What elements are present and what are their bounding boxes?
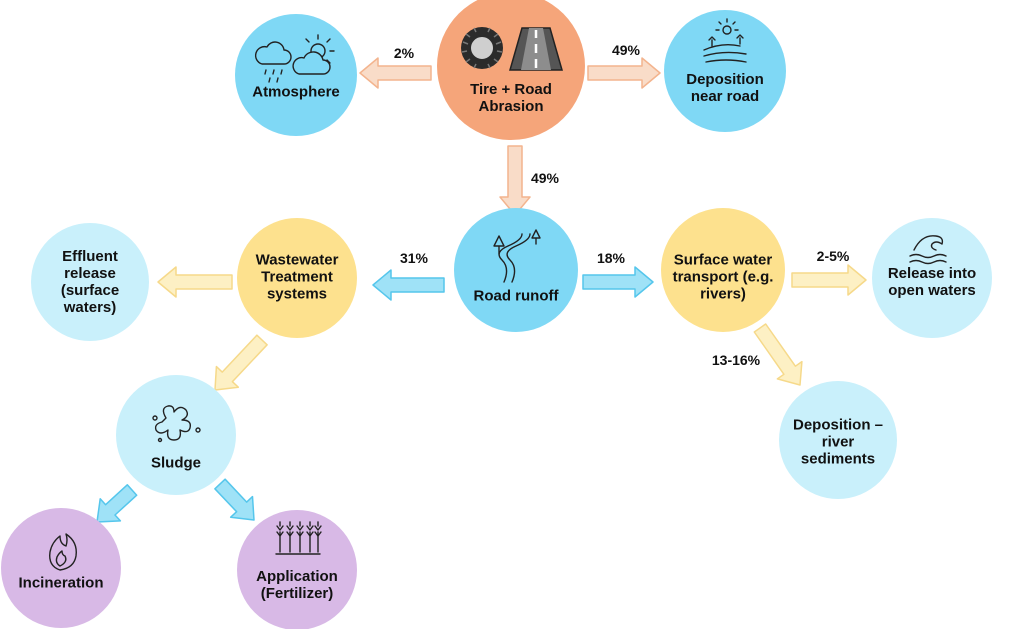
arrow-to-incineration (96, 484, 138, 523)
node-label-incineration: Incineration (18, 574, 104, 592)
node-label-surface-water: Surface water transport (e.g. rivers) (672, 251, 774, 303)
node-circle-river-sediments (779, 381, 897, 499)
node-label-wastewater: Wastewater Treatment systems (255, 251, 339, 303)
node-label-source: Tire + Road Abrasion (470, 81, 552, 115)
node-label-river-sediments: Deposition – river sediments (792, 416, 884, 468)
flow-label-wastewater: 31% (399, 250, 429, 266)
winding-road-trees-icon (493, 229, 541, 283)
node-label-deposition-road: Deposition near road (686, 71, 764, 105)
node-circle-surface-water (661, 208, 785, 332)
flow-label-surface-water: 18% (596, 250, 626, 266)
arrow-to-road-runoff (499, 145, 531, 216)
arrow-to-sludge (214, 334, 268, 391)
arrow-to-effluent (157, 266, 233, 298)
arrow-to-atmosphere (359, 57, 432, 89)
flow-label-river-sediments: 13-16% (711, 352, 761, 368)
node-circle-road-runoff (454, 208, 578, 332)
arrow-to-river-sediments (753, 323, 803, 386)
node-label-road-runoff: Road runoff (473, 287, 559, 305)
flow-label-road-runoff: 49% (530, 170, 560, 186)
tire-icon (461, 27, 503, 69)
node-circle-incineration (1, 508, 121, 628)
cloud-rain-icon (254, 41, 292, 83)
node-circle-effluent (31, 223, 149, 341)
arrow-to-surface-water (582, 266, 654, 298)
flow-label-open-waters: 2-5% (816, 248, 850, 264)
road-icon (509, 27, 563, 71)
field-sun-icon (703, 18, 747, 63)
node-label-open-waters: Release into open waters (887, 265, 977, 299)
arrow-to-deposition-road (587, 57, 661, 89)
node-label-sludge: Sludge (150, 454, 202, 472)
arrow-to-application (214, 478, 255, 521)
node-circle-sludge (116, 375, 236, 495)
splash-icon (152, 405, 201, 443)
node-label-atmosphere: Atmosphere (252, 83, 340, 101)
node-circle-deposition-road (664, 10, 786, 132)
flow-label-deposition-road: 49% (611, 42, 641, 58)
node-circle-open-waters (872, 218, 992, 338)
flow-label-atmosphere: 2% (393, 45, 415, 61)
flame-icon (49, 533, 77, 571)
wave-icon (909, 235, 947, 265)
node-circle-application (237, 510, 357, 629)
node-label-effluent: Effluent release (surface waters) (60, 248, 120, 316)
arrow-to-open-waters (791, 264, 867, 296)
arrow-to-wastewater (372, 269, 445, 301)
wheat-icon (275, 521, 322, 555)
node-circle-atmosphere (235, 14, 357, 136)
node-label-application: Application (Fertilizer) (256, 568, 338, 602)
cloud-sun-icon (292, 34, 335, 75)
node-circle-wastewater (237, 218, 357, 338)
